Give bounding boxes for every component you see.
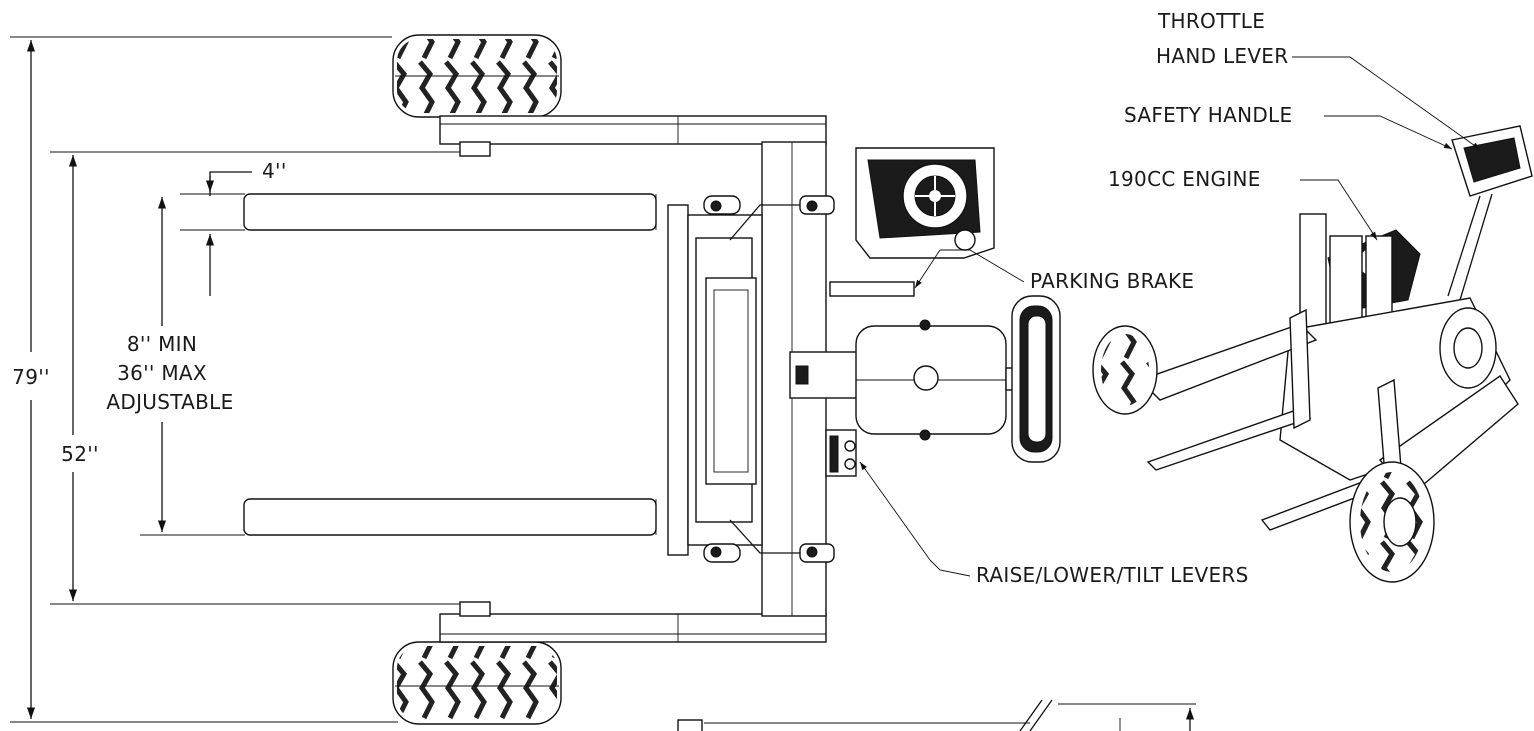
- safety-handle-shaft: [1447, 195, 1481, 297]
- throttle-leader: [1292, 56, 1479, 149]
- engine-leader: [1300, 179, 1377, 239]
- parking-brake-label: PARKING BRAKE: [1030, 269, 1194, 293]
- dimension-fork-spread: 8'' MIN 36'' MAX ADJUSTABLE: [106, 197, 245, 536]
- overall-width-label: 79'': [12, 365, 50, 389]
- fork-spread-max-label: 36'' MAX: [117, 361, 207, 385]
- iso-wheel-front: [1349, 461, 1435, 583]
- dimension-52: 52'': [50, 151, 462, 605]
- parking-brake-leader: [940, 249, 1025, 283]
- fork-width-leader-top: [209, 171, 252, 196]
- callout-throttle: THROTTLE HAND LEVER: [1156, 9, 1481, 151]
- fork-spread-adjustable-label: ADJUSTABLE: [106, 390, 233, 414]
- top-fork: [243, 193, 657, 231]
- fork-width-label: 4'': [262, 159, 287, 183]
- fork-spread-min-label: 8'' MIN: [127, 332, 197, 356]
- iso-wheel-rear: [1439, 307, 1497, 389]
- rear-wheel-top-view: [1011, 295, 1061, 463]
- wheel-track-label: 52'': [61, 442, 99, 466]
- fork-iso-upper-rear: [1138, 323, 1318, 401]
- top-axle-beam: [439, 115, 827, 145]
- callout-engine: 190CC ENGINE: [1108, 167, 1378, 241]
- throttle-label-line2: HAND LEVER: [1156, 44, 1288, 68]
- engine-top-view: [855, 147, 995, 259]
- carriage-plate: [667, 204, 689, 556]
- top-view: [243, 34, 1061, 725]
- dimension-79: 79'': [10, 36, 398, 723]
- bottom-fork: [243, 498, 657, 536]
- callout-parking-brake: PARKING BRAKE: [914, 249, 1194, 293]
- dimension-4: 4'': [180, 159, 287, 296]
- levers-label: RAISE/LOWER/TILT LEVERS: [976, 563, 1249, 587]
- bottom-partial-view: [677, 699, 1196, 731]
- bottom-axle-beam: [439, 613, 827, 643]
- safety-handle-label: SAFETY HANDLE: [1124, 103, 1292, 127]
- throttle-label-line1: THROTTLE: [1157, 9, 1265, 33]
- callout-safety-handle: SAFETY HANDLE: [1124, 103, 1453, 150]
- bottom-tire: [392, 641, 562, 725]
- safety-handle-leader: [1324, 115, 1451, 149]
- iso-wheel-left: [1092, 325, 1158, 415]
- isometric-view: [1092, 125, 1533, 583]
- callout-levers: RAISE/LOWER/TILT LEVERS: [859, 461, 1249, 587]
- top-tire: [392, 34, 562, 118]
- control-lever-block: [825, 429, 857, 477]
- levers-leader: [929, 559, 971, 577]
- engine-label: 190CC ENGINE: [1108, 167, 1261, 191]
